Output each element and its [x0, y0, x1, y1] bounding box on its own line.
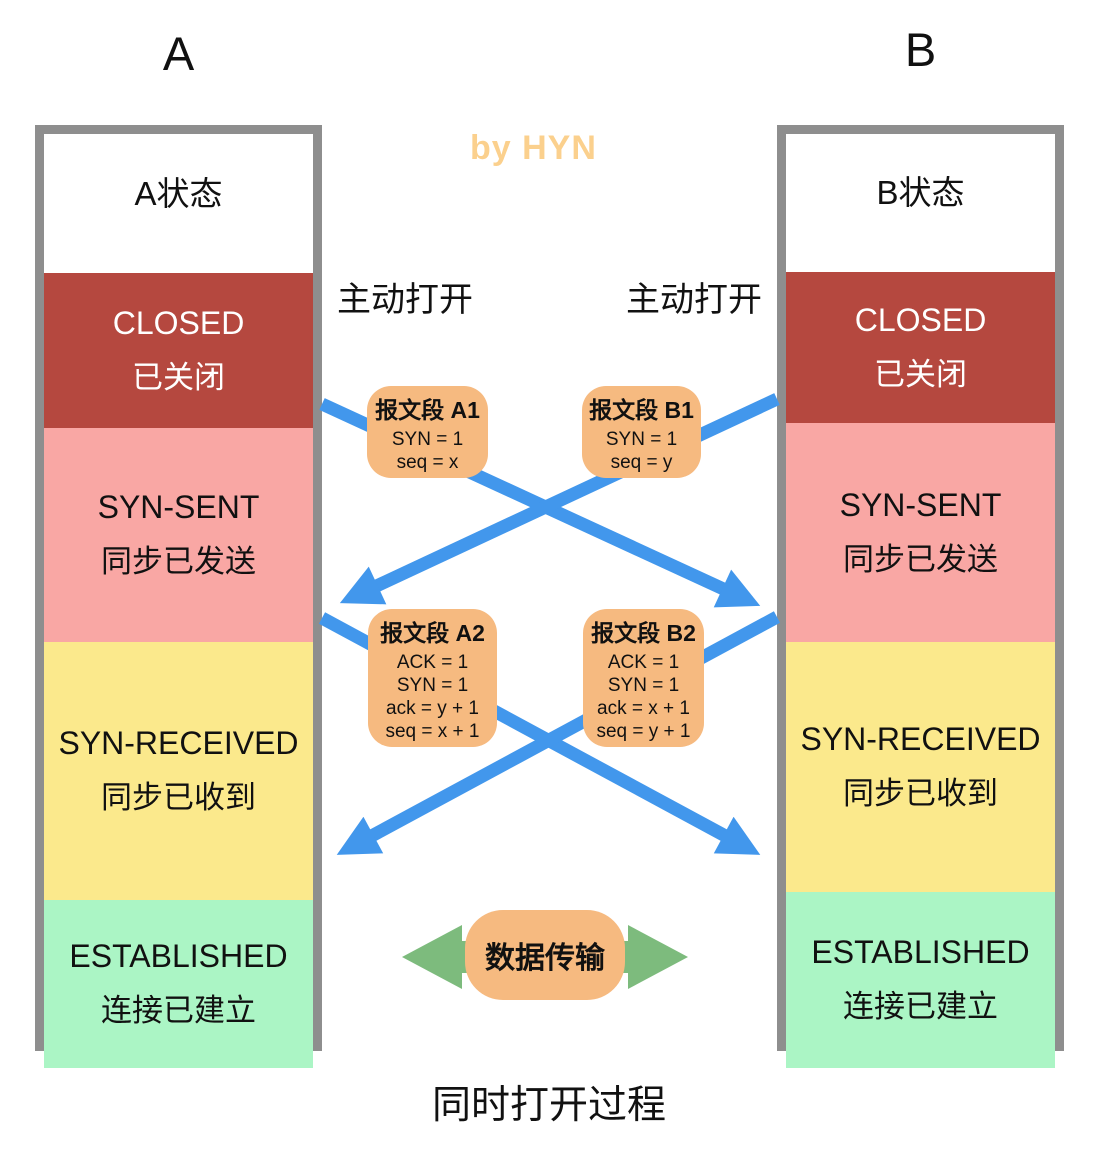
segment-b1-box: 报文段 B1 SYN = 1 seq = y: [582, 386, 701, 478]
host-b-state-column: B状态 CLOSED 已关闭 SYN-SENT 同步已发送 SYN-RECEIV…: [777, 125, 1064, 1068]
segment-a1-title: 报文段 A1: [375, 396, 480, 423]
state-a-closed: CLOSED 已关闭: [44, 273, 313, 428]
state-a-established: ESTABLISHED 连接已建立: [44, 900, 313, 1068]
state-a-closed-cn: 已关闭: [132, 359, 225, 395]
active-open-label-b: 主动打开: [626, 281, 762, 319]
diagram-caption: 同时打开过程: [431, 1084, 666, 1127]
arrow-b-synack: [336, 611, 781, 855]
segment-b1-syn: SYN = 1: [605, 428, 678, 450]
segment-a1-box: 报文段 A1 SYN = 1 seq = x: [367, 386, 488, 478]
segment-b2-seq: seq = y + 1: [596, 720, 691, 742]
host-b-column-header: B状态: [786, 134, 1055, 272]
state-b-established: ESTABLISHED 连接已建立: [786, 892, 1055, 1068]
segment-a1-syn: SYN = 1: [391, 428, 464, 450]
segment-a1-seq: seq = x: [396, 451, 459, 473]
state-a-closed-name: CLOSED: [112, 304, 245, 341]
host-a-column-header: A状态: [44, 134, 313, 273]
segment-a2-syn-flag: SYN = 1: [396, 674, 469, 696]
data-transfer-pill: 数据传输: [465, 910, 625, 1000]
state-a-syn-received-name: SYN-RECEIVED: [58, 725, 299, 761]
segment-a2-ack: ack = y + 1: [386, 697, 479, 719]
state-b-closed-cn: 已关闭: [874, 356, 967, 392]
state-a-established-cn: 连接已建立: [101, 993, 256, 1028]
host-a-title: A: [162, 27, 195, 80]
watermark: by HYN: [470, 129, 597, 167]
state-a-established-name: ESTABLISHED: [69, 938, 288, 974]
segment-b1-seq: seq = y: [610, 451, 673, 473]
segment-b2-box: 报文段 B2 ACK = 1 SYN = 1 ack = x + 1 seq =…: [583, 609, 704, 747]
segment-b1-title: 报文段 B1: [589, 396, 694, 423]
state-a-syn-sent-cn: 同步已发送: [101, 544, 256, 579]
state-b-syn-sent-name: SYN-SENT: [839, 486, 1002, 523]
host-a-header-label: A状态: [134, 174, 223, 212]
state-b-syn-received-name: SYN-RECEIVED: [800, 721, 1041, 757]
segment-a2-ack-flag: ACK = 1: [396, 651, 469, 673]
state-b-syn-received-cn: 同步已收到: [843, 776, 998, 811]
arrow-b-syn: [339, 393, 780, 605]
segment-b2-ack: ack = x + 1: [597, 697, 690, 719]
host-b-header-label: B状态: [876, 174, 965, 211]
state-a-syn-sent: SYN-SENT 同步已发送: [44, 428, 313, 642]
segment-a2-title: 报文段 A2: [380, 619, 485, 646]
segment-b2-ack-flag: ACK = 1: [607, 651, 680, 673]
host-a-state-column: A状态 CLOSED 已关闭 SYN-SENT 同步已发送 SYN-RECEIV…: [35, 125, 322, 1068]
state-b-closed-name: CLOSED: [854, 301, 987, 338]
state-b-established-name: ESTABLISHED: [811, 934, 1030, 970]
segment-b2-syn-flag: SYN = 1: [607, 674, 680, 696]
state-b-closed: CLOSED 已关闭: [786, 272, 1055, 423]
host-b-title: B: [904, 23, 937, 76]
segment-b2-title: 报文段 B2: [591, 619, 696, 646]
segment-a2-box: 报文段 A2 ACK = 1 SYN = 1 ack = y + 1 seq =…: [368, 609, 497, 747]
state-b-syn-sent-cn: 同步已发送: [843, 541, 998, 577]
state-a-syn-sent-name: SYN-SENT: [97, 489, 260, 525]
state-a-syn-received-cn: 同步已收到: [101, 780, 256, 815]
state-a-syn-received: SYN-RECEIVED 同步已收到: [44, 642, 313, 900]
state-b-syn-received: SYN-RECEIVED 同步已收到: [786, 642, 1055, 892]
state-b-syn-sent: SYN-SENT 同步已发送: [786, 423, 1055, 642]
segment-a2-seq: seq = x + 1: [385, 720, 480, 742]
state-b-established-cn: 连接已建立: [843, 989, 998, 1024]
active-open-label-a: 主动打开: [337, 281, 473, 319]
